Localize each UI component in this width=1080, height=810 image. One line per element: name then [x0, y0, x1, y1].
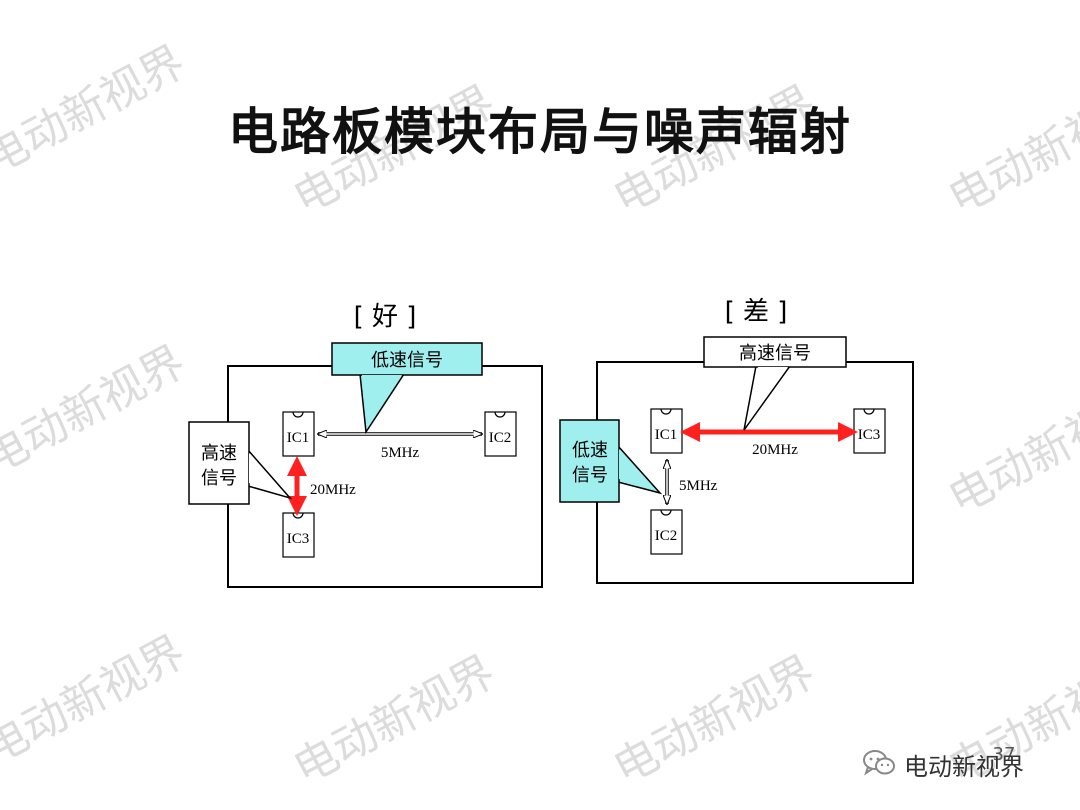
good-ic2-label: IC2 — [489, 430, 512, 446]
good-ic3-label: IC3 — [287, 531, 310, 547]
good-ic3-chip: IC3 — [282, 512, 315, 558]
bad-ic2-label: IC2 — [655, 528, 678, 544]
good-ic1-label: IC1 — [287, 430, 310, 446]
footer-brand-text: 电动新视界 — [904, 753, 1024, 781]
bad-ic2-chip: IC2 — [650, 509, 683, 555]
bad-ic3-label: IC3 — [858, 427, 881, 443]
bad-high-speed-label: 高速信号 — [739, 343, 811, 364]
good-freq-high: 20MHz — [310, 482, 356, 498]
good-high-speed-line2: 信号 — [201, 468, 237, 489]
good-high-speed-callout: 高速 信号 — [188, 421, 293, 505]
good-diagram: [ 好 ] IC1 IC2 IC3 5MHz 20MHz — [188, 302, 543, 588]
footer-brand: 电动新视界 — [862, 747, 1024, 782]
good-ic1-chip: IC1 — [282, 411, 315, 457]
bad-low-speed-line2: 信号 — [572, 465, 608, 486]
bad-ic1-label: IC1 — [655, 427, 678, 443]
good-low-speed-label: 低速信号 — [371, 350, 443, 371]
bad-heading: [ 差 ] — [725, 297, 788, 327]
bad-low-speed-line1: 低速 — [572, 440, 608, 461]
good-ic2-chip: IC2 — [484, 411, 517, 457]
good-heading: [ 好 ] — [354, 302, 417, 332]
page-title: 电路板模块布局与噪声辐射 — [228, 103, 852, 161]
bad-diagram: [ 差 ] IC1 IC3 IC2 20MHz 5MHz 高 — [559, 297, 914, 584]
bad-low-speed-callout: 低速 信号 — [559, 419, 663, 503]
bad-ic3-chip: IC3 — [853, 408, 886, 454]
wechat-icon — [862, 749, 896, 781]
good-freq-low: 5MHz — [381, 445, 420, 461]
good-high-speed-line1: 高速 — [201, 443, 237, 464]
good-low-speed-callout: 低速信号 — [331, 342, 483, 435]
bad-high-speed-callout: 高速信号 — [703, 336, 847, 431]
bad-freq-low: 5MHz — [679, 478, 718, 494]
page-number: 37 — [993, 744, 1016, 765]
bad-freq-high: 20MHz — [752, 442, 798, 458]
bad-ic1-chip: IC1 — [650, 408, 683, 454]
